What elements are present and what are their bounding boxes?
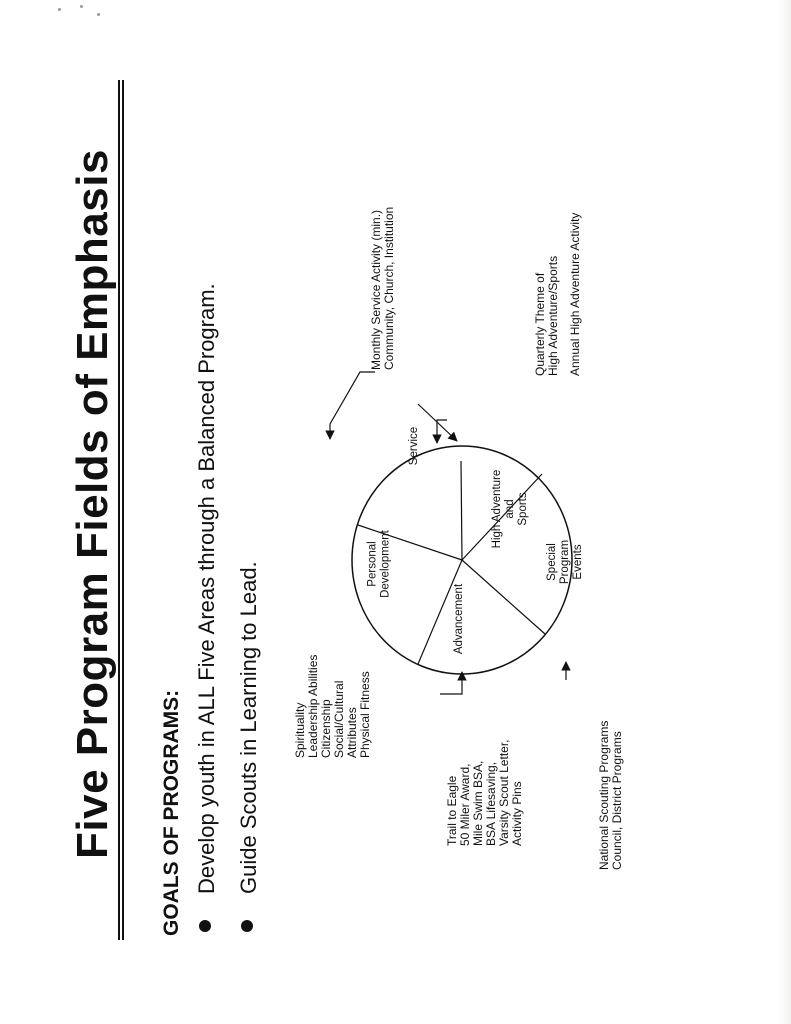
segment-label-line: Special — [546, 543, 558, 581]
segment-label-line: Events — [572, 544, 584, 579]
note-line: Activity Pins — [510, 781, 524, 846]
connector-high-adventure — [417, 403, 458, 442]
connector-personal-development — [440, 671, 467, 695]
scan-speck — [97, 13, 100, 16]
segment-label-service: Service — [408, 427, 420, 465]
note-line: Physical Fitness — [358, 671, 372, 758]
note-line: High Adventure/Sports — [546, 255, 560, 376]
segment-label-line: Service — [408, 427, 420, 465]
wheel-divider — [357, 524, 463, 561]
segment-label-line: and — [504, 499, 516, 518]
note-high-adventure: Quarterly Theme of High Adventure/Sports… — [533, 208, 582, 376]
wheel-divider — [417, 559, 463, 665]
scan-speck — [80, 5, 83, 8]
segment-label-line: Advancement — [453, 583, 465, 654]
note-line: Annual High Adventure Activity — [568, 212, 582, 376]
note-personal-development: Spirituality Leadership Abilities Citize… — [293, 655, 372, 758]
segment-label-advancement: Advancement — [453, 583, 465, 654]
scan-speck — [58, 8, 61, 11]
wheel-divider — [461, 473, 543, 561]
note-special-events: National Scouting Programs Council, Dist… — [597, 715, 624, 870]
wheel-divider — [461, 559, 546, 635]
scan-edge-shadow — [777, 0, 791, 1024]
segment-label-line: Program — [559, 540, 571, 584]
segment-label-high-adventure: High AdventureandSports — [491, 470, 529, 549]
segment-label-line: Personal — [367, 541, 379, 586]
connector-service — [325, 371, 375, 440]
segment-label-line: Sports — [517, 492, 529, 525]
segment-label-line: High Adventure — [491, 470, 503, 549]
wheel-divider — [460, 460, 463, 561]
segment-label-special-events: SpecialProgramEvents — [546, 540, 584, 584]
segment-label-personal-development: PersonalDevelopment — [367, 529, 392, 598]
segment-label-line: Development — [380, 529, 392, 598]
note-line: Community, Church, Institution — [382, 206, 396, 370]
note-line: Council, District Programs — [610, 731, 624, 870]
note-service: Monthly Service Activity (min.) Communit… — [369, 150, 396, 370]
note-advancement: Trail to Eagle 50 Miler Award, Mile Swim… — [445, 740, 524, 847]
connector-special-events — [432, 419, 447, 444]
